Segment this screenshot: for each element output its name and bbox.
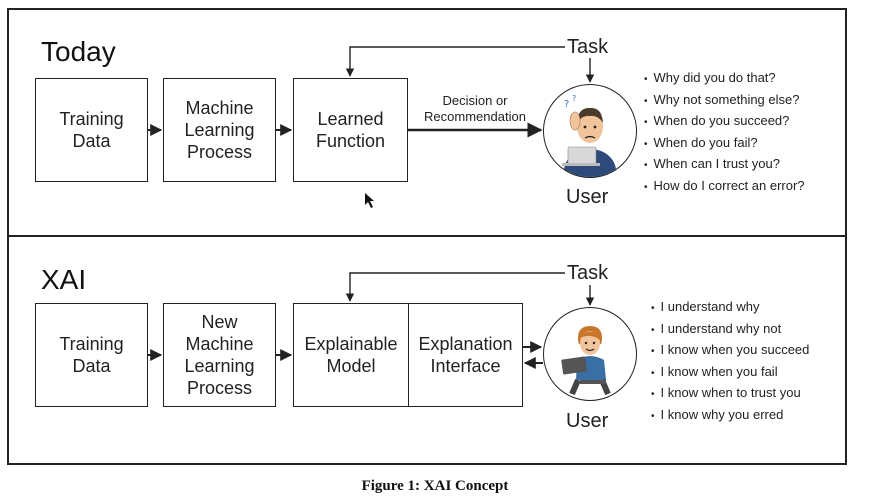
today-ml-process-box: Machine Learning Process [163, 78, 276, 182]
xai-statement-list: I understand why I understand why not I … [651, 297, 810, 427]
statement-item: I know when to trust you [651, 383, 809, 405]
svg-text:?: ? [564, 99, 569, 110]
figure-caption: Figure 1: XAI Concept [361, 478, 509, 494]
statement-item: I understand why [651, 297, 809, 319]
question-item: How do I correct an error? [644, 176, 805, 198]
statement-item: I know when you fail [651, 362, 809, 384]
explainable-model-box: Explainable Model [293, 303, 409, 407]
xai-training-data-box: Training Data [35, 303, 148, 407]
satisfied-user-icon [543, 307, 637, 401]
today-task-label: Task [567, 36, 609, 58]
decision-label: Decision or Recommendation [424, 93, 526, 124]
xai-user-label: User [566, 410, 609, 432]
frustrated-user-icon: ? ? [543, 84, 637, 178]
explanation-interface-box: Explanation Interface [408, 303, 523, 407]
question-item: Why not something else? [644, 90, 805, 112]
xai-ml-process-box: New Machine Learning Process [163, 303, 276, 407]
today-user-label: User [566, 186, 609, 208]
today-title: Today [41, 36, 116, 67]
xai-task-label: Task [567, 262, 609, 284]
question-item: When do you fail? [644, 133, 805, 155]
today-question-list: Why did you do that? Why not something e… [644, 68, 805, 197]
svg-text:?: ? [572, 94, 576, 103]
statement-item: I understand why not [651, 319, 809, 341]
question-item: When do you succeed? [644, 111, 805, 133]
today-training-data-box: Training Data [35, 78, 148, 182]
question-item: Why did you do that? [644, 68, 805, 90]
mouse-cursor-icon [365, 193, 374, 208]
xai-title: XAI [41, 264, 87, 295]
question-item: When can I trust you? [644, 154, 805, 176]
today-task-feedback-arrow [345, 46, 565, 77]
statement-item: I know when you succeed [651, 340, 810, 362]
statement-item: I know why you erred [651, 405, 809, 427]
xai-task-feedback-arrow [345, 272, 565, 302]
today-learned-function-box: Learned Function [293, 78, 408, 182]
